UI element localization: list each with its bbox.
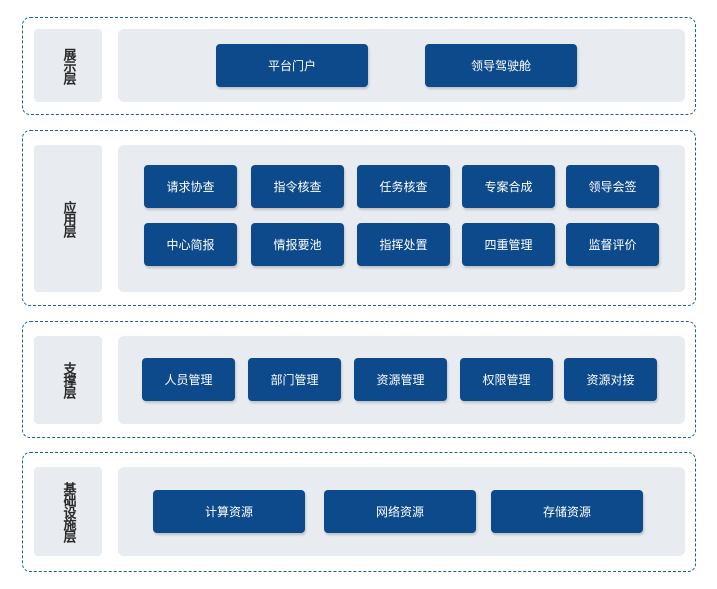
layer-label-application: 应用层	[34, 145, 102, 292]
support-button[interactable]: 资源管理	[354, 358, 447, 401]
layer-label-text: 应用层	[60, 200, 76, 237]
platform-portal-button[interactable]: 平台门户	[216, 44, 368, 87]
layer-label-support: 支撑层	[34, 336, 102, 424]
storage-resource-button[interactable]: 存储资源	[491, 490, 643, 533]
app-button[interactable]: 请求协查	[144, 165, 237, 208]
support-button[interactable]: 人员管理	[142, 358, 235, 401]
compute-resource-button[interactable]: 计算资源	[153, 490, 305, 533]
layer-support	[22, 321, 696, 438]
app-button[interactable]: 监督评价	[566, 223, 659, 266]
layer-label-presentation: 展示层	[34, 29, 102, 102]
layer-label-text: 基础设施层	[60, 481, 76, 542]
layer-presentation	[22, 17, 696, 115]
app-button[interactable]: 指挥处置	[357, 223, 450, 266]
app-button[interactable]: 任务核查	[357, 165, 450, 208]
layer-panel-presentation	[118, 29, 685, 102]
support-button[interactable]: 部门管理	[248, 358, 341, 401]
layer-label-infrastructure: 基础设施层	[34, 467, 102, 556]
network-resource-button[interactable]: 网络资源	[324, 490, 476, 533]
support-button[interactable]: 权限管理	[460, 358, 553, 401]
app-button[interactable]: 中心简报	[144, 223, 237, 266]
leader-cockpit-button[interactable]: 领导驾驶舱	[425, 44, 577, 87]
support-button[interactable]: 资源对接	[564, 358, 657, 401]
app-button[interactable]: 专案合成	[462, 165, 555, 208]
layer-application	[22, 130, 696, 306]
layer-label-text: 支撑层	[60, 362, 76, 398]
app-button[interactable]: 指令核查	[251, 165, 344, 208]
app-button[interactable]: 四重管理	[462, 223, 555, 266]
app-button[interactable]: 领导会签	[566, 165, 659, 208]
layer-infrastructure	[22, 452, 696, 572]
layer-label-text: 展示层	[60, 47, 76, 84]
app-button[interactable]: 情报要池	[251, 223, 344, 266]
